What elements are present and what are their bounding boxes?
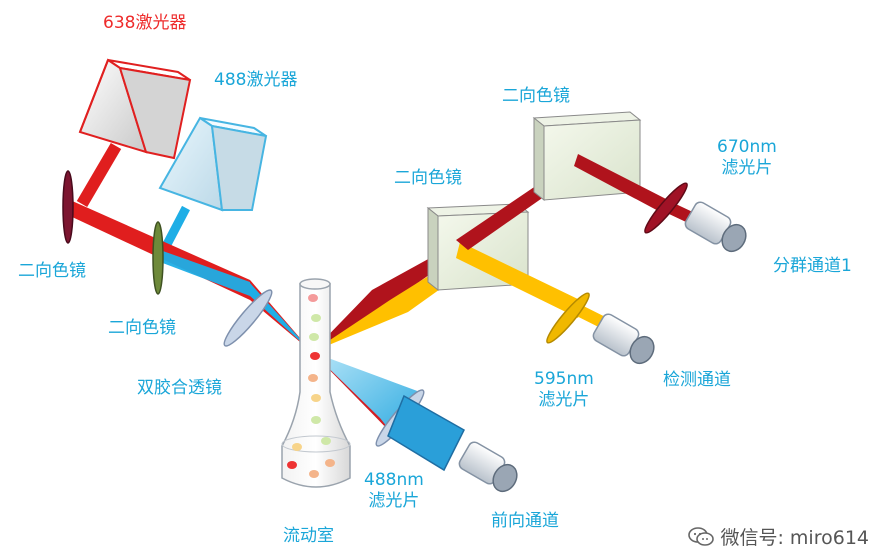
label-filter-670-line1: 670nm — [717, 137, 777, 157]
doublet-lens — [223, 289, 273, 347]
red-beam-sort — [574, 154, 668, 214]
label-filter-670-line2: 滤光片 — [721, 158, 773, 178]
label-filter-670: 670nm 滤光片 — [717, 137, 777, 179]
label-dichroic-3: 二向色镜 — [394, 168, 462, 188]
watermark-text: 微信号: miro614 — [720, 527, 869, 549]
forward-red-beam — [312, 352, 396, 438]
label-dichroic-2: 二向色镜 — [108, 318, 176, 338]
label-sorting-channel: 分群通道1 — [773, 256, 852, 276]
filter-670 — [644, 182, 688, 234]
label-dichroic-1: 二向色镜 — [18, 261, 86, 281]
blue-beam-main — [160, 250, 250, 296]
label-laser-638: 638激光器 — [103, 13, 187, 33]
watermark: 微信号: miro614 — [688, 523, 869, 550]
dichroic-mirror-1 — [62, 170, 74, 244]
dichroic-mirror-2 — [152, 221, 164, 295]
label-laser-488: 488激光器 — [214, 70, 298, 90]
flow-cell — [281, 278, 351, 488]
detector-detection — [592, 313, 655, 365]
detector-forward — [387, 394, 518, 493]
label-filter-595-line2: 滤光片 — [538, 390, 590, 410]
label-dichroic-4: 二向色镜 — [502, 86, 570, 106]
laser-638-box — [78, 58, 192, 160]
label-lens: 双胶合透镜 — [137, 378, 222, 398]
label-filter-488-line1: 488nm — [364, 470, 424, 490]
filter-595 — [546, 292, 590, 344]
detector-sorting — [684, 201, 747, 253]
yellow-beam-detect — [456, 242, 584, 318]
label-filter-488-line2: 滤光片 — [368, 491, 420, 511]
label-forward-channel: 前向通道 — [491, 511, 559, 531]
laser-488-box — [158, 116, 268, 212]
wechat-icon — [688, 526, 715, 546]
label-filter-488: 488nm 滤光片 — [364, 470, 424, 512]
red-beam-out — [76, 142, 122, 208]
label-filter-595-line1: 595nm — [534, 369, 594, 389]
label-filter-595: 595nm 滤光片 — [534, 369, 594, 411]
label-flow-cell: 流动室 — [283, 526, 334, 546]
label-detection-channel: 检测通道 — [663, 370, 731, 390]
